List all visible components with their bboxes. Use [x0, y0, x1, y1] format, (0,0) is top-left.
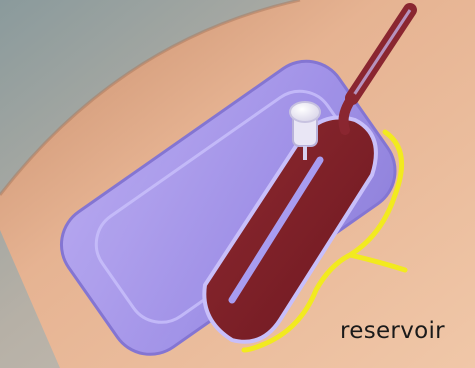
- reservoir-label: reservoir: [340, 318, 445, 344]
